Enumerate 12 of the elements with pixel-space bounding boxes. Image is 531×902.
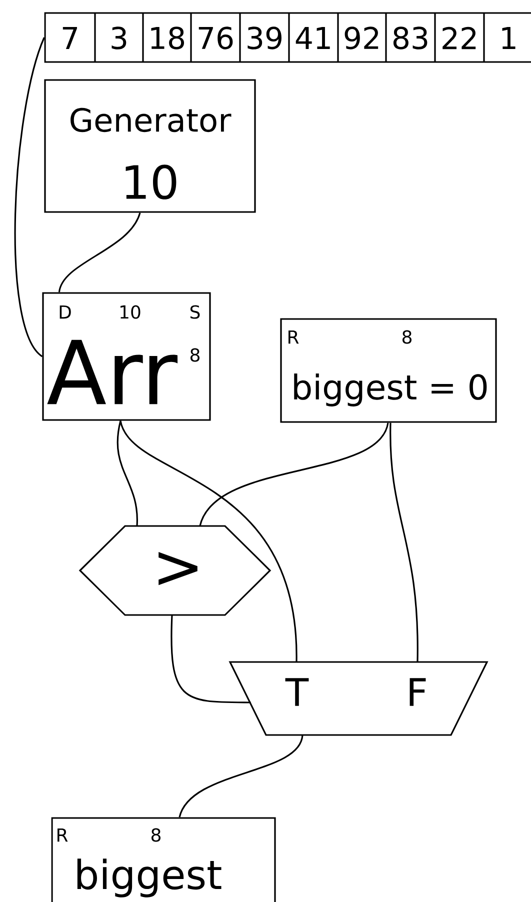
wire xyxy=(58,212,141,292)
register-box: R 8 biggest xyxy=(51,817,276,902)
wire xyxy=(170,615,251,704)
array-strip: 7 3 18 76 39 41 92 83 22 1 xyxy=(44,12,531,63)
wire xyxy=(116,420,138,526)
wire xyxy=(390,422,418,662)
generator-box: Generator 10 xyxy=(44,79,256,213)
wire xyxy=(199,422,389,526)
register-box: R 8 biggest = 0 xyxy=(280,318,497,423)
wire xyxy=(14,37,45,358)
wire xyxy=(120,420,298,662)
wire xyxy=(178,734,304,818)
